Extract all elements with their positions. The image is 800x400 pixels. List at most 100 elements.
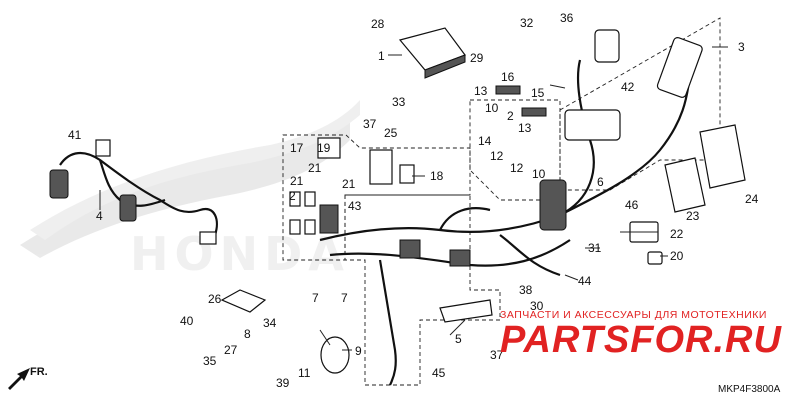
brand-logo-text: PARTSFOR.RU	[500, 319, 782, 361]
horn-assembly	[220, 289, 493, 374]
sensor-plug-b	[119, 194, 137, 222]
callout-35: 35	[203, 354, 217, 368]
callout-15: 15	[531, 86, 545, 100]
diagram-code: MKP4F3800A	[718, 384, 781, 395]
sub-harness-left	[49, 139, 218, 245]
sensor-plug-a	[49, 169, 69, 199]
callout-4: 4	[96, 209, 103, 223]
partsfor-branding: ЗАПЧАСТИ И АКСЕССУАРЫ ДЛЯ МОТОТЕХНИКИ PA…	[500, 309, 782, 361]
callout-22: 22	[670, 227, 684, 241]
callout-37b: 37	[490, 348, 504, 362]
brand-tagline: ЗАПЧАСТИ И АКСЕССУАРЫ ДЛЯ МОТОТЕХНИКИ	[500, 309, 767, 321]
ecu-unit	[398, 27, 466, 79]
callout-9: 9	[355, 344, 362, 358]
callout-41: 41	[68, 128, 82, 142]
connector-18	[399, 164, 415, 184]
callout-24: 24	[745, 192, 759, 206]
callout-5: 5	[455, 332, 462, 346]
bracket-5	[439, 299, 493, 323]
main-fuse-holder	[594, 29, 620, 63]
callout-2b: 2	[507, 109, 514, 123]
callout-1: 1	[378, 49, 385, 63]
main-harness-box	[559, 17, 721, 191]
callout-31: 31	[588, 241, 602, 255]
callout-37: 37	[363, 117, 377, 131]
callout-3: 3	[738, 40, 745, 54]
callout-40: 40	[180, 314, 194, 328]
control-modules	[629, 124, 746, 265]
watermark-text: HONDA	[130, 227, 350, 281]
part-20	[647, 251, 663, 265]
main-harness	[319, 29, 703, 386]
callout-27: 27	[224, 343, 238, 357]
relay-small-a	[289, 191, 301, 207]
callout-36: 36	[560, 11, 574, 25]
callout-6: 6	[597, 175, 604, 189]
callout-13: 13	[474, 84, 488, 98]
harness-clip	[95, 139, 111, 157]
callout-14: 14	[478, 134, 492, 148]
callout-16: 16	[501, 70, 515, 84]
module-23	[664, 157, 706, 213]
callout-44: 44	[578, 274, 592, 288]
callout-18: 18	[430, 169, 444, 183]
callout-21c: 21	[342, 177, 356, 191]
callout-17: 17	[290, 141, 304, 155]
callout-10: 10	[485, 101, 499, 115]
bracket-25	[369, 149, 393, 185]
callout-28: 28	[371, 17, 385, 31]
callout-7b: 7	[341, 291, 348, 305]
relay-small-d	[304, 219, 316, 235]
callout-19: 19	[317, 141, 331, 155]
callout-12b: 12	[510, 161, 524, 175]
callout-46: 46	[625, 198, 639, 212]
harness-end-box	[656, 37, 703, 98]
fuse-group-box	[469, 99, 561, 201]
callout-7: 7	[312, 291, 319, 305]
relay-group-box	[282, 134, 471, 261]
relay-17	[317, 137, 341, 159]
callout-21b: 21	[290, 174, 304, 188]
direction-label: FR.	[30, 366, 48, 378]
coupler-c	[319, 204, 339, 234]
callout-43: 43	[348, 199, 362, 213]
fuse-box-unit	[564, 109, 621, 141]
relay-parts	[289, 85, 547, 235]
relay-small-b	[304, 191, 316, 207]
callout-45: 45	[432, 366, 446, 380]
leader-lines	[99, 46, 728, 351]
bracket-8	[220, 289, 267, 313]
callout-21: 21	[308, 161, 322, 175]
callout-33: 33	[392, 95, 406, 109]
callout-8: 8	[244, 327, 251, 341]
module-24	[699, 124, 746, 189]
callout-30: 30	[530, 299, 544, 313]
callout-11: 11	[298, 366, 311, 380]
relay-small-c	[289, 219, 301, 235]
arrow-icon	[8, 368, 30, 390]
fuse-16	[495, 85, 521, 95]
callout-2: 2	[289, 189, 296, 203]
front-direction-indicator: FR.	[8, 366, 48, 390]
harness-junction	[539, 179, 567, 231]
callout-10b: 10	[532, 167, 546, 181]
callout-39: 39	[276, 376, 290, 390]
callout-34: 34	[263, 316, 277, 330]
fuse-15	[521, 107, 547, 117]
callout-29: 29	[470, 51, 484, 65]
ecu-base	[424, 54, 466, 79]
horn	[320, 336, 350, 374]
group-outlines	[282, 17, 721, 386]
callout-12: 12	[490, 149, 504, 163]
callout-26: 26	[208, 292, 222, 306]
callout-labels: 1 2 2 3 4 5 6 7 7 8 9 10 10 11 12 12 13 …	[68, 11, 759, 390]
callout-32: 32	[520, 16, 534, 30]
callout-38: 38	[519, 283, 533, 297]
honda-wing-watermark: HONDA	[20, 100, 360, 281]
coupler-a	[399, 239, 421, 259]
callout-23: 23	[686, 209, 700, 223]
connector-group-box	[344, 194, 501, 386]
callout-20: 20	[670, 249, 684, 263]
